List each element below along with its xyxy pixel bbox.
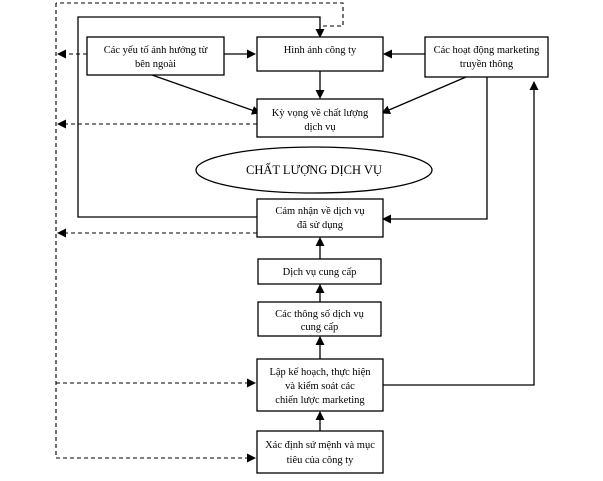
- node-expectation-line2: dịch vụ: [304, 122, 336, 133]
- edge-external-to-expectation: [151, 74, 261, 115]
- node-mission-line1: Xác định sứ mệnh và mục: [265, 440, 375, 451]
- node-perception-line2: đã sử dụng: [297, 220, 344, 231]
- node-marketing-comm: Các hoạt động marketing truyền thông: [424, 36, 549, 78]
- node-expectation-line1: Kỳ vọng về chất lượng: [272, 108, 369, 119]
- node-service-specs: Các thông số dịch vụ cung cấp: [257, 301, 382, 337]
- node-marketing-comm-line1: Các hoạt động marketing: [434, 45, 541, 56]
- edge-marketing-to-expectation: [381, 76, 467, 114]
- node-service-specs-line1: Các thông số dịch vụ: [275, 309, 364, 320]
- node-company-image: Hình ảnh công ty: [256, 36, 384, 72]
- node-service-delivered: Dịch vụ cung cấp: [257, 258, 382, 285]
- node-external-factors-line2: bên ngoài: [135, 59, 176, 70]
- node-service-quality: CHẤT LƯỢNG DỊCH VỤ: [195, 146, 433, 194]
- node-mission: Xác định sứ mệnh và mục tiêu của công ty: [256, 430, 384, 474]
- node-external-factors-line1: Các yếu tố ảnh hưởng từ: [104, 45, 208, 56]
- node-service-delivered-line1: Dịch vụ cung cấp: [283, 267, 357, 278]
- node-planning: Lập kế hoạch, thực hiện và kiểm soát các…: [256, 358, 384, 412]
- edge-planning-to-marketing: [383, 81, 539, 386]
- node-service-quality-label: CHẤT LƯỢNG DỊCH VỤ: [246, 162, 382, 177]
- node-planning-line3: chiến lược marketing: [275, 395, 365, 406]
- edge-perception-to-image: [77, 16, 325, 218]
- node-marketing-comm-line2: truyền thông: [460, 59, 514, 70]
- node-planning-line1: Lập kế hoạch, thực hiện: [269, 367, 371, 378]
- node-external-factors: Các yếu tố ảnh hưởng từ bên ngoài: [86, 36, 225, 76]
- node-expectation: Kỳ vọng về chất lượng dịch vụ: [256, 98, 384, 138]
- node-perception-line1: Cảm nhận về dịch vụ: [275, 206, 365, 217]
- node-service-specs-line2: cung cấp: [301, 322, 339, 333]
- node-planning-line2: và kiểm soát các: [285, 381, 355, 392]
- node-company-image-line1: Hình ảnh công ty: [284, 45, 357, 56]
- edge-feedback-top: [56, 2, 344, 37]
- edge-marketing-to-perception: [382, 77, 488, 224]
- node-perception: Cảm nhận về dịch vụ đã sử dụng: [256, 198, 384, 238]
- node-mission-line2: tiêu của công ty: [287, 455, 355, 466]
